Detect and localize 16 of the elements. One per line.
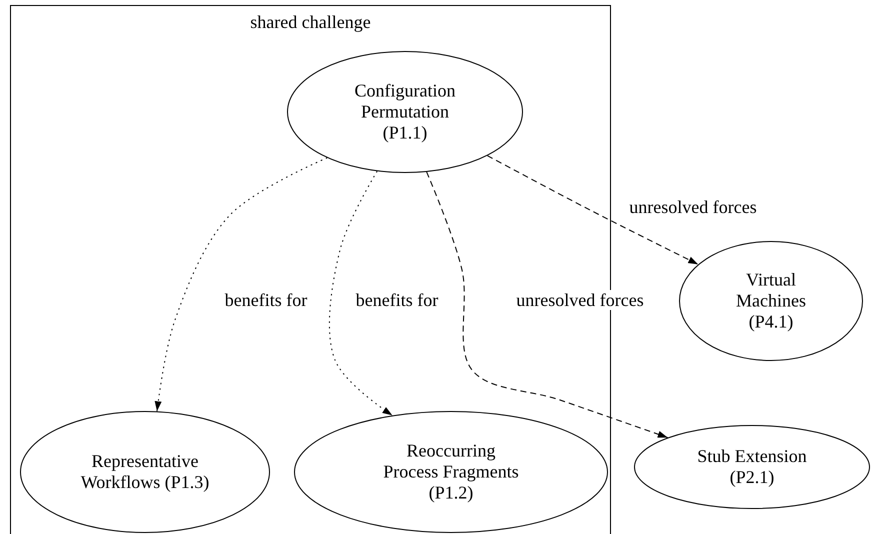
ellipse-node [20, 411, 270, 533]
node-label: Representative Workflows (P1.3) [80, 451, 210, 493]
edge-label: unresolved forces [515, 290, 645, 310]
ellipse-node [634, 425, 870, 509]
node-label: Configuration Permutation (P1.1) [354, 80, 456, 144]
node-label: Stub Extension (P2.1) [696, 446, 808, 488]
ellipse-node [294, 411, 608, 533]
arrow [426, 171, 668, 438]
node-label: Reoccurring Process Fragments (P1.2) [382, 440, 520, 504]
ellipse-node [679, 241, 863, 361]
arrow [486, 155, 699, 265]
arrow [154, 157, 328, 412]
arrow [328, 170, 393, 416]
ellipse-node [287, 51, 523, 173]
node-label: Virtual Machines (P4.1) [735, 270, 807, 332]
group-title: shared challenge [249, 12, 372, 33]
